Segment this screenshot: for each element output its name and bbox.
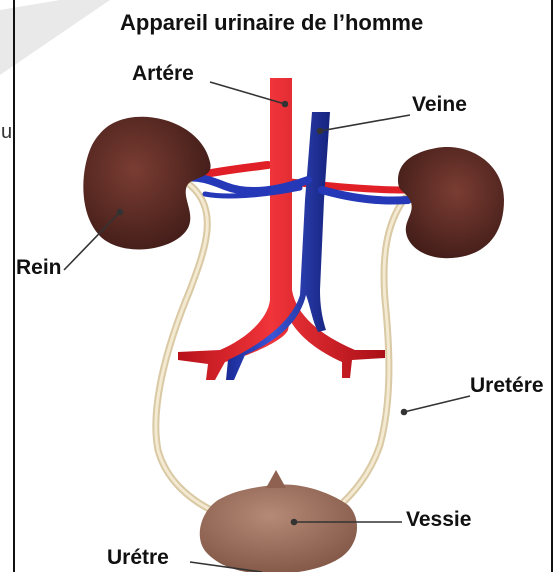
right-kidney — [398, 147, 504, 258]
watermark-band — [0, 0, 110, 75]
label-veine: Veine — [412, 93, 467, 117]
leader-rein-dot — [118, 210, 123, 215]
leader-vessie-dot — [292, 520, 297, 525]
leader-uretere-dot — [402, 410, 407, 415]
diagram-title: Appareil urinaire de l’homme — [120, 10, 423, 36]
label-vessie: Vessie — [406, 508, 471, 532]
leader-uretere — [404, 396, 470, 412]
bladder-apex — [266, 470, 286, 488]
label-artere: Artére — [132, 62, 194, 86]
leader-veine — [320, 115, 410, 131]
stray-text: u — [1, 121, 12, 144]
label-rein: Rein — [16, 256, 62, 280]
bladder — [200, 484, 357, 572]
leader-artere-dot — [283, 102, 288, 107]
label-uretere: Uretére — [470, 374, 544, 398]
leader-veine-dot — [318, 129, 323, 134]
label-uretre: Urétre — [107, 546, 169, 570]
